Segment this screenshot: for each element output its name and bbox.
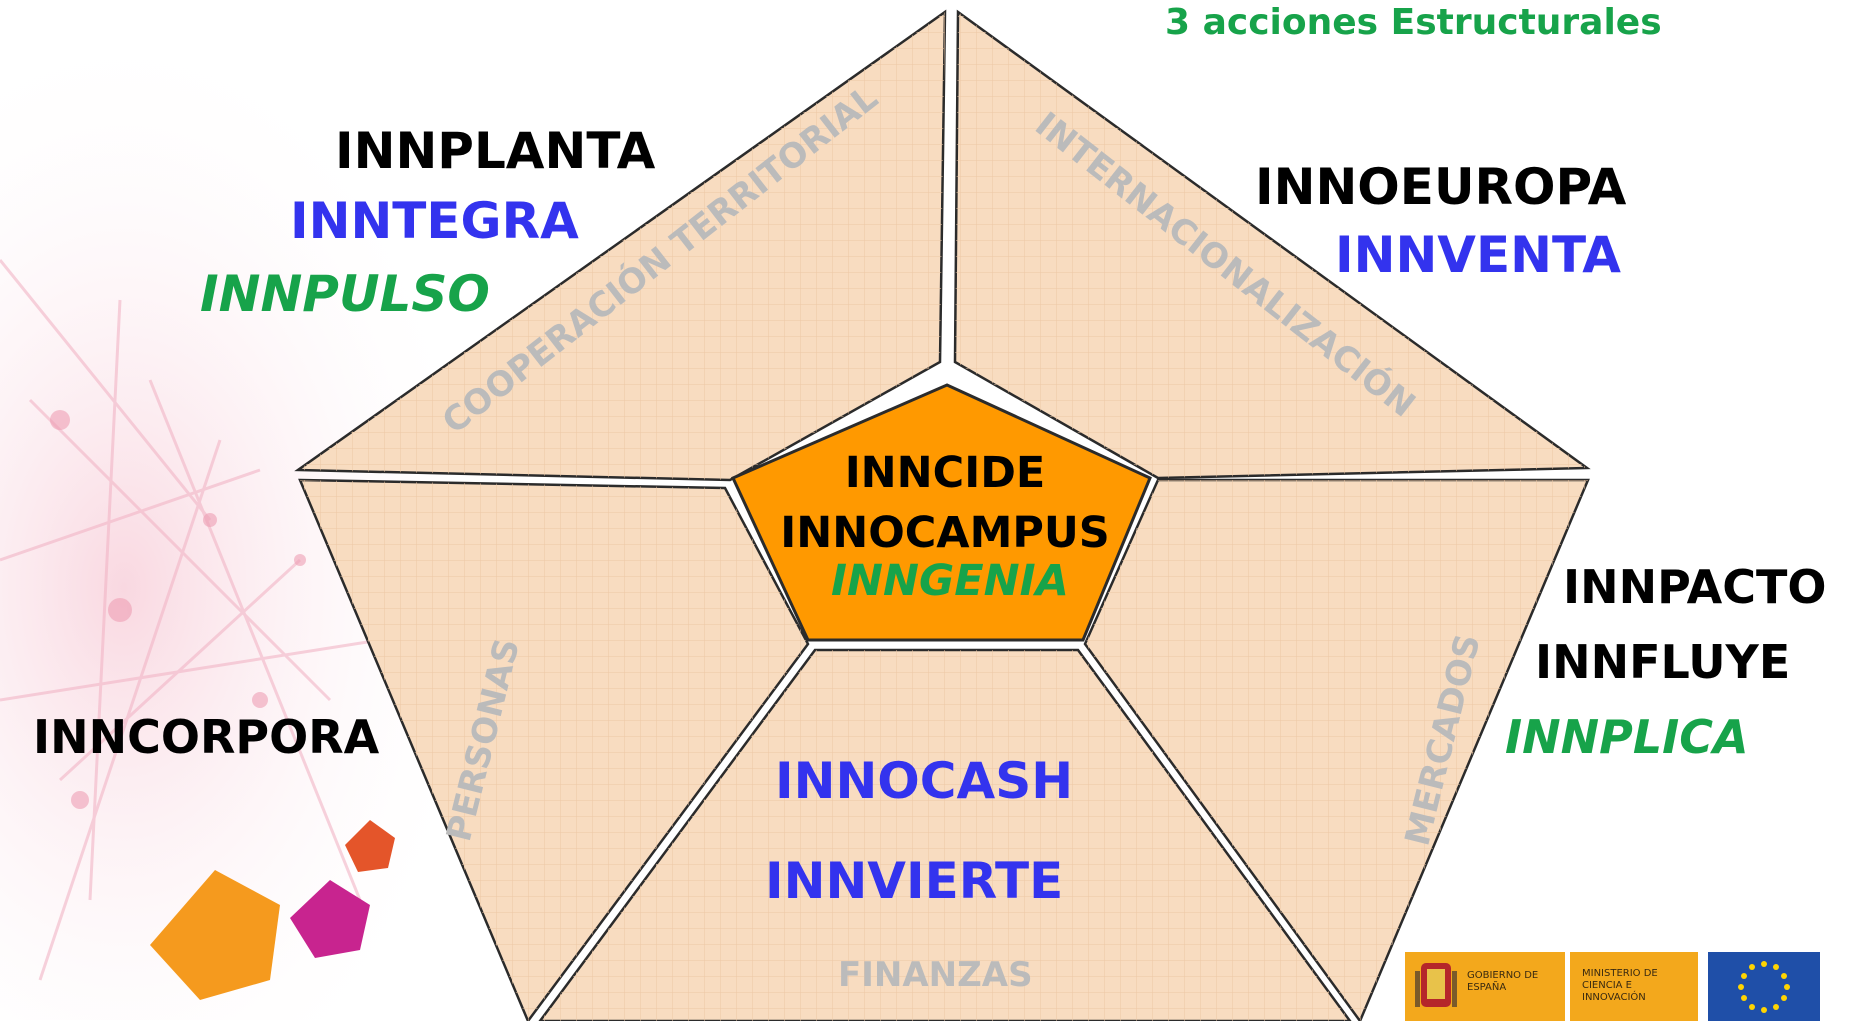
- gobierno-logo: GOBIERNO DE ESPAÑA: [1405, 952, 1565, 1021]
- center-label-3: INNGENIA: [831, 556, 1069, 606]
- gobierno-logo-text: GOBIERNO DE ESPAÑA: [1467, 970, 1539, 993]
- label-innventa: INNVENTA: [1335, 226, 1621, 284]
- label-innpacto: INNPACTO: [1563, 560, 1827, 614]
- coat-of-arms-icon: [1415, 963, 1457, 1007]
- label-innplanta: INNPLANTA: [335, 122, 656, 180]
- ministerio-logo: MINISTERIO DE CIENCIA E INNOVACIÓN: [1570, 952, 1698, 1021]
- center-label-2: INNOCAMPUS: [780, 508, 1110, 558]
- eu-stars-icon: [1738, 961, 1790, 1013]
- section-label-finanzas: FINANZAS: [838, 955, 1033, 995]
- label-innocash: INNOCASH: [775, 752, 1074, 810]
- center-pentagon: [730, 383, 1152, 642]
- label-innplica: INNPLICA: [1505, 710, 1749, 764]
- center-label-1: INNCIDE: [844, 448, 1046, 498]
- label-innfluye: INNFLUYE: [1535, 635, 1791, 689]
- ministerio-logo-text: MINISTERIO DE CIENCIA E INNOVACIÓN: [1582, 968, 1658, 1003]
- label-innvierte: INNVIERTE: [765, 852, 1064, 910]
- decorative-pentagon-red: [345, 820, 395, 872]
- label-inntegra: INNTEGRA: [290, 192, 579, 250]
- decorative-pentagon-magenta: [290, 880, 370, 958]
- label-innoeuropa: INNOEUROPA: [1255, 158, 1627, 216]
- header-title: 3 acciones Estructurales: [1165, 2, 1662, 43]
- decorative-pentagon-orange: [150, 870, 280, 1000]
- label-inncorpora: INNCORPORA: [33, 710, 380, 764]
- label-innpulso: INNPULSO: [200, 265, 490, 323]
- eu-flag-logo: [1708, 952, 1820, 1021]
